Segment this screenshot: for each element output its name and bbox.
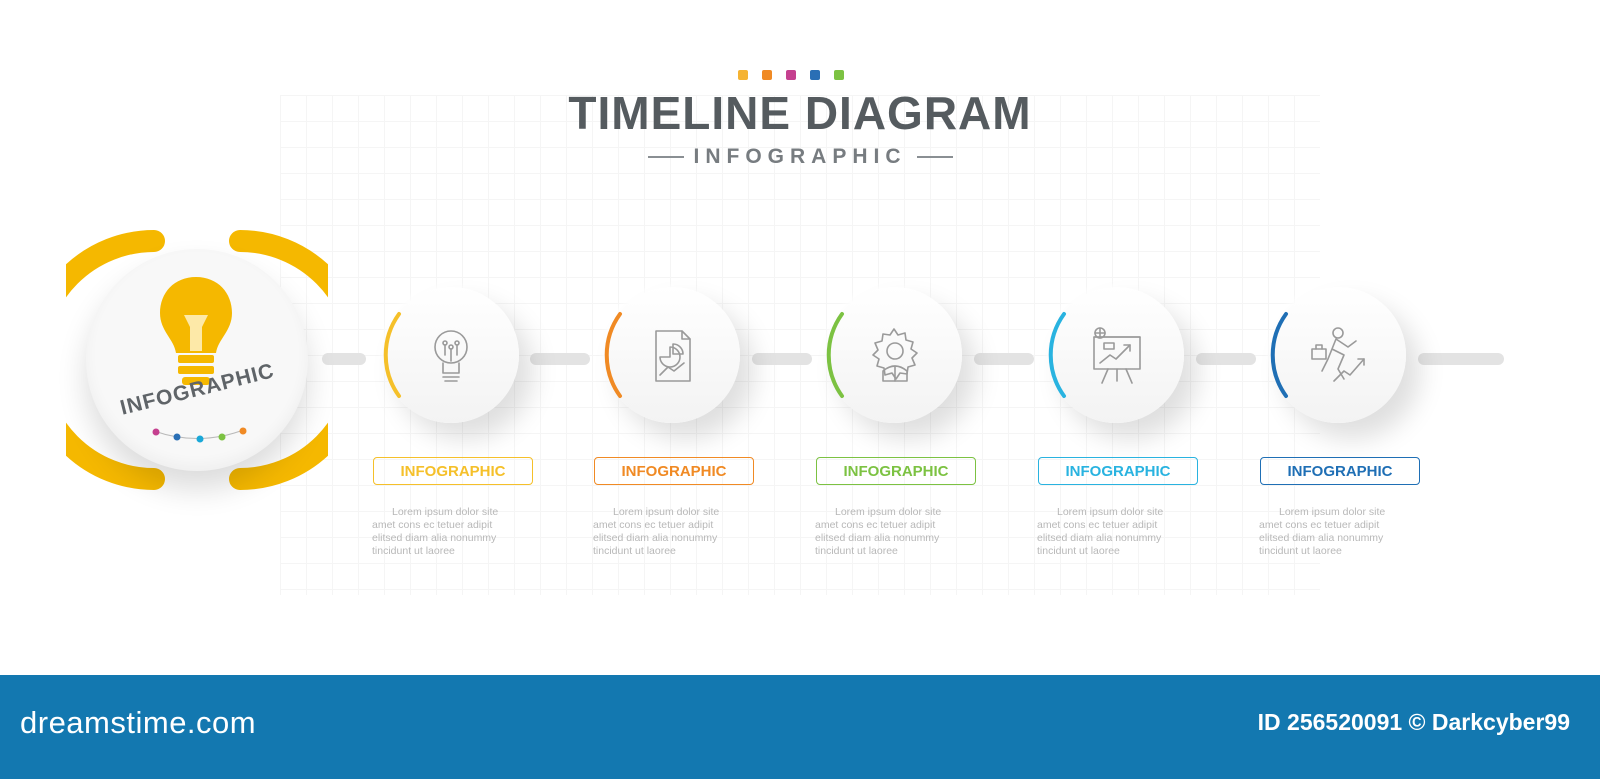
- hero-dot: [173, 433, 181, 441]
- step-label-1: INFOGRAPHIC: [373, 457, 533, 485]
- timeline-connector: [974, 353, 1034, 365]
- diagram-title: TIMELINE DIAGRAM: [568, 87, 1032, 139]
- step-accent-arc: [383, 312, 401, 398]
- timeline-connector: [322, 353, 366, 365]
- step-circle-4: [1048, 287, 1184, 423]
- footer-bar: dreamstime.com ID 256520091 © Darkcyber9…: [0, 675, 1600, 779]
- step-accent-arc: [826, 312, 844, 398]
- header-dot: [810, 70, 820, 80]
- footer-logo: dreamstime.com: [20, 705, 257, 740]
- step-label-3: INFOGRAPHIC: [816, 457, 976, 485]
- step-accent-arc: [604, 312, 622, 398]
- hero-dot-string: [152, 427, 247, 443]
- step-description-line: Lorem ipsum dolor site: [613, 506, 720, 518]
- step-description-line: tincidunt ut laoree: [1037, 545, 1120, 557]
- header-dot: [834, 70, 844, 80]
- hero-dot: [152, 428, 160, 436]
- step-description-line: amet cons ec tetuer adipit: [1259, 519, 1380, 531]
- timeline-connector: [1196, 353, 1256, 365]
- step-description-line: elitsed diam alia nonummy: [372, 532, 497, 544]
- step-description-line: elitsed diam alia nonummy: [815, 532, 940, 544]
- subtitle-rule-left: [647, 156, 684, 158]
- step-label-4: INFOGRAPHIC: [1038, 457, 1198, 485]
- footer-image-id: ID 256520091 © Darkcyber99: [1257, 709, 1570, 735]
- step-label-5: INFOGRAPHIC: [1260, 457, 1420, 485]
- step-description-line: Lorem ipsum dolor site: [835, 506, 942, 518]
- step-description-line: amet cons ec tetuer adipit: [372, 519, 493, 531]
- subtitle-rule-right: [916, 156, 953, 158]
- businessman-growth-icon: [1311, 327, 1365, 382]
- header-color-dots: [738, 70, 844, 80]
- hero-dot: [196, 435, 204, 443]
- step-circle-2: [604, 287, 740, 423]
- step-description-line: Lorem ipsum dolor site: [1057, 506, 1164, 518]
- gear-person-icon: [872, 328, 918, 382]
- step-description-line: Lorem ipsum dolor site: [392, 506, 499, 518]
- step-description-line: elitsed diam alia nonummy: [593, 532, 718, 544]
- step-label-2: INFOGRAPHIC: [594, 457, 754, 485]
- step-description-line: amet cons ec tetuer adipit: [815, 519, 936, 531]
- hero-ring-arcs: [66, 230, 328, 490]
- header-dot: [786, 70, 796, 80]
- header-dot: [738, 70, 748, 80]
- step-description-line: amet cons ec tetuer adipit: [593, 519, 714, 531]
- step-description-line: tincidunt ut laoree: [1259, 545, 1342, 557]
- step-circle-3: [826, 287, 962, 423]
- header-dot: [762, 70, 772, 80]
- timeline-connector: [752, 353, 812, 365]
- hero-circle: [66, 229, 328, 491]
- subtitle-row: INFOGRAPHIC: [0, 145, 1600, 169]
- step-accent-arc: [1270, 312, 1288, 398]
- hero-dot: [218, 433, 226, 441]
- lightbulb-circuit-icon: [434, 330, 468, 382]
- presentation-board-icon: [1093, 327, 1141, 384]
- lightbulb-icon: [160, 277, 232, 385]
- report-chart-icon: [655, 330, 691, 382]
- step-description-line: elitsed diam alia nonummy: [1037, 532, 1162, 544]
- hero-dot: [239, 427, 247, 435]
- step-description-line: elitsed diam alia nonummy: [1259, 532, 1384, 544]
- step-description-line: amet cons ec tetuer adipit: [1037, 519, 1158, 531]
- step-description-line: tincidunt ut laoree: [372, 545, 455, 557]
- step-circle-1: [383, 287, 519, 423]
- step-description-line: Lorem ipsum dolor site: [1279, 506, 1386, 518]
- timeline-connector: [530, 353, 590, 365]
- timeline-connector: [1418, 353, 1504, 365]
- step-accent-arc: [1048, 312, 1066, 398]
- step-description-line: tincidunt ut laoree: [815, 545, 898, 557]
- step-circle-5: [1270, 287, 1406, 423]
- diagram-subtitle: INFOGRAPHIC: [693, 145, 907, 168]
- step-description-line: tincidunt ut laoree: [593, 545, 676, 557]
